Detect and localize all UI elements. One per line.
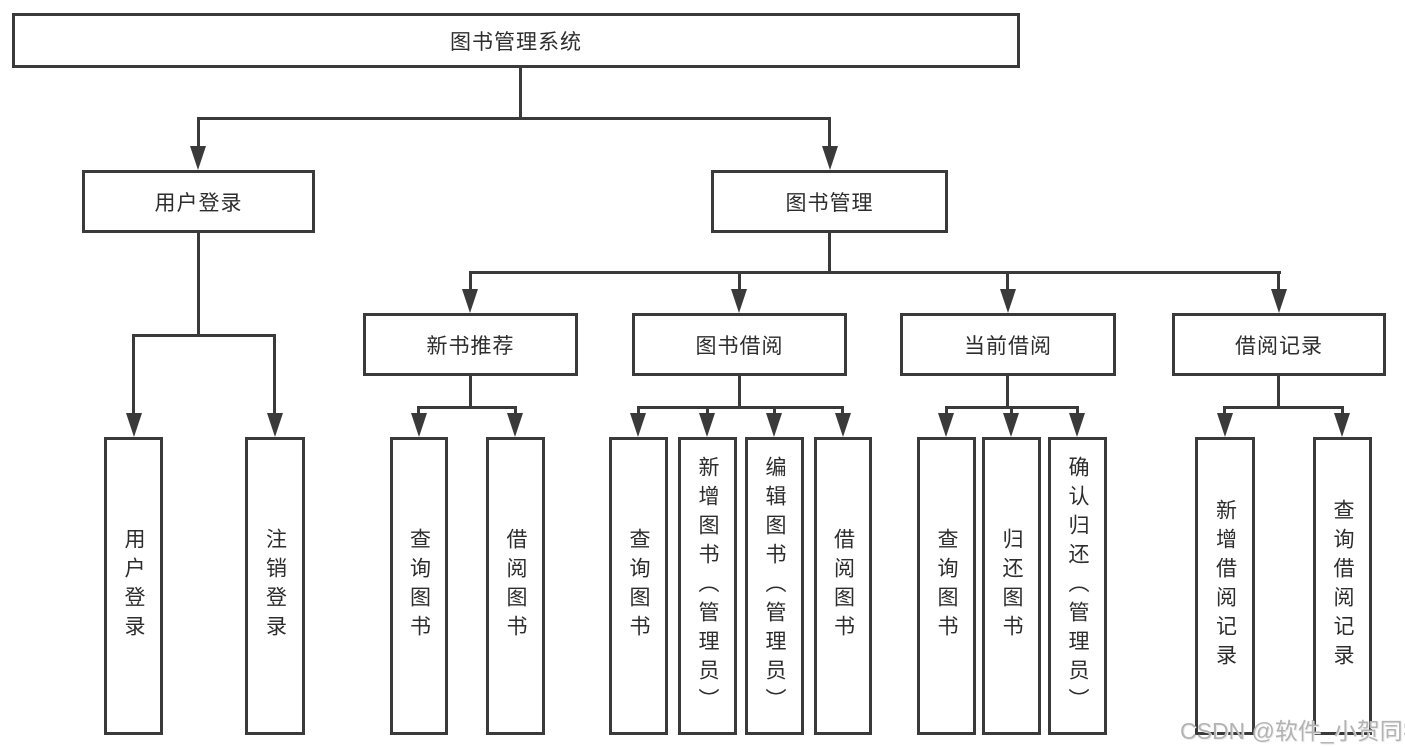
arrow-down-icon <box>731 289 747 313</box>
leaf-bw-query-book-label: 查询图书 <box>627 528 650 644</box>
arrow-down-icon <box>1271 289 1287 313</box>
connector-book-mgmt-trunk <box>828 233 831 274</box>
arrow-down-icon <box>1000 289 1016 313</box>
leaf-bw-edit-book-label: 编辑图书（管理员） <box>763 455 786 717</box>
node-borrow-records-label: 借阅记录 <box>1235 334 1323 358</box>
arrow-down-icon <box>822 146 838 170</box>
connector-drop-bw-add <box>706 406 709 416</box>
connector-drop-book-borrow <box>738 271 741 292</box>
connector-book-mgmt-hbar <box>469 271 1281 274</box>
arrow-down-icon <box>267 413 283 437</box>
connector-root-trunk <box>519 68 522 120</box>
node-new-book: 新书推荐 <box>363 313 578 376</box>
connector-drop-nb-borrow <box>514 406 517 416</box>
arrow-down-icon <box>766 413 782 437</box>
arrow-down-icon <box>1003 413 1019 437</box>
node-current-borrow-label: 当前借阅 <box>964 334 1052 358</box>
connector-drop-book-mgmt <box>828 117 831 148</box>
node-borrow-records: 借阅记录 <box>1172 313 1386 376</box>
arrow-down-icon <box>938 413 954 437</box>
leaf-cur-confirm-return-label: 确认归还（管理员） <box>1066 455 1089 717</box>
leaf-rec-add-record: 新增借阅记录 <box>1195 437 1255 735</box>
connector-user-login-trunk <box>197 233 200 337</box>
node-book-mgmt-label: 图书管理 <box>785 191 874 215</box>
leaf-cur-confirm-return: 确认归还（管理员） <box>1048 437 1107 735</box>
node-book-borrow: 图书借阅 <box>632 313 847 376</box>
csdn-watermark: CSDN @软件_小贺同学 <box>1180 718 1405 744</box>
leaf-cur-return-book-label: 归还图书 <box>1000 528 1023 644</box>
leaf-bw-query-book: 查询图书 <box>609 437 668 735</box>
connector-drop-nb-query <box>417 406 420 416</box>
leaf-bw-borrow-book-label: 借阅图书 <box>831 528 855 644</box>
connector-drop-leaf-logout <box>273 334 276 414</box>
node-current-borrow: 当前借阅 <box>900 313 1116 376</box>
connector-drop-user-login <box>197 117 200 148</box>
connector-book-borrow-trunk <box>738 375 741 409</box>
leaf-bw-add-book-label: 新增图书（管理员） <box>696 455 719 717</box>
node-new-book-label: 新书推荐 <box>426 334 515 358</box>
connector-user-login-hbar <box>132 334 276 337</box>
node-root-label: 图书管理系统 <box>450 30 582 54</box>
arrow-down-icon <box>699 413 715 437</box>
node-user-login-label: 用户登录 <box>154 191 243 215</box>
leaf-rec-query-record: 查询借阅记录 <box>1313 437 1372 735</box>
connector-drop-bw-query <box>637 406 640 416</box>
connector-drop-cur-confirm <box>1076 406 1079 416</box>
leaf-cur-query-book: 查询图书 <box>917 437 976 735</box>
arrow-down-icon <box>630 413 646 437</box>
leaf-nb-borrow-book: 借阅图书 <box>486 437 545 735</box>
connector-drop-rec-add <box>1223 406 1226 416</box>
connector-new-book-trunk <box>469 375 472 409</box>
arrow-down-icon <box>1217 413 1233 437</box>
connector-new-book-hbar <box>418 406 517 409</box>
connector-drop-rec-query <box>1341 406 1344 416</box>
leaf-rec-query-record-label: 查询借阅记录 <box>1331 499 1354 673</box>
arrow-down-icon <box>190 146 206 170</box>
connector-drop-cur-query <box>945 406 948 416</box>
arrow-down-icon <box>507 413 523 437</box>
connector-drop-bw-borrow <box>841 406 844 416</box>
connector-drop-current-borrow <box>1006 271 1009 292</box>
connector-borrow-records-hbar <box>1224 406 1344 409</box>
node-book-mgmt: 图书管理 <box>711 170 948 233</box>
connector-book-borrow-hbar <box>637 406 844 409</box>
connector-drop-leaf-user-login <box>132 334 135 414</box>
connector-drop-bw-edit <box>773 406 776 416</box>
leaf-user-login-label: 用户登录 <box>122 528 145 644</box>
node-root: 图书管理系统 <box>12 13 1020 68</box>
arrow-down-icon <box>1069 413 1085 437</box>
leaf-bw-borrow-book: 借阅图书 <box>814 437 872 735</box>
connector-root-hbar <box>197 117 831 120</box>
leaf-nb-query-book: 查询图书 <box>390 437 448 735</box>
arrow-down-icon <box>835 413 851 437</box>
node-book-borrow-label: 图书借阅 <box>695 334 784 358</box>
leaf-nb-borrow-book-label: 借阅图书 <box>504 528 527 644</box>
leaf-logout: 注销登录 <box>245 437 305 735</box>
leaf-bw-edit-book: 编辑图书（管理员） <box>745 437 804 735</box>
leaf-bw-add-book: 新增图书（管理员） <box>678 437 737 735</box>
leaf-user-login: 用户登录 <box>104 437 163 735</box>
connector-current-borrow-trunk <box>1006 375 1009 409</box>
arrow-down-icon <box>462 289 478 313</box>
leaf-cur-return-book: 归还图书 <box>982 437 1041 735</box>
connector-drop-borrow-records <box>1277 271 1280 292</box>
leaf-rec-add-record-label: 新增借阅记录 <box>1213 499 1237 673</box>
arrow-down-icon <box>126 413 142 437</box>
connector-borrow-records-trunk <box>1277 375 1280 409</box>
arrow-down-icon <box>411 413 427 437</box>
arrow-down-icon <box>1334 413 1350 437</box>
node-user-login: 用户登录 <box>82 170 315 233</box>
leaf-logout-label: 注销登录 <box>263 528 287 644</box>
connector-drop-cur-return <box>1010 406 1013 416</box>
connector-drop-new-book <box>469 271 472 292</box>
leaf-nb-query-book-label: 查询图书 <box>407 528 431 644</box>
leaf-cur-query-book-label: 查询图书 <box>935 528 958 644</box>
